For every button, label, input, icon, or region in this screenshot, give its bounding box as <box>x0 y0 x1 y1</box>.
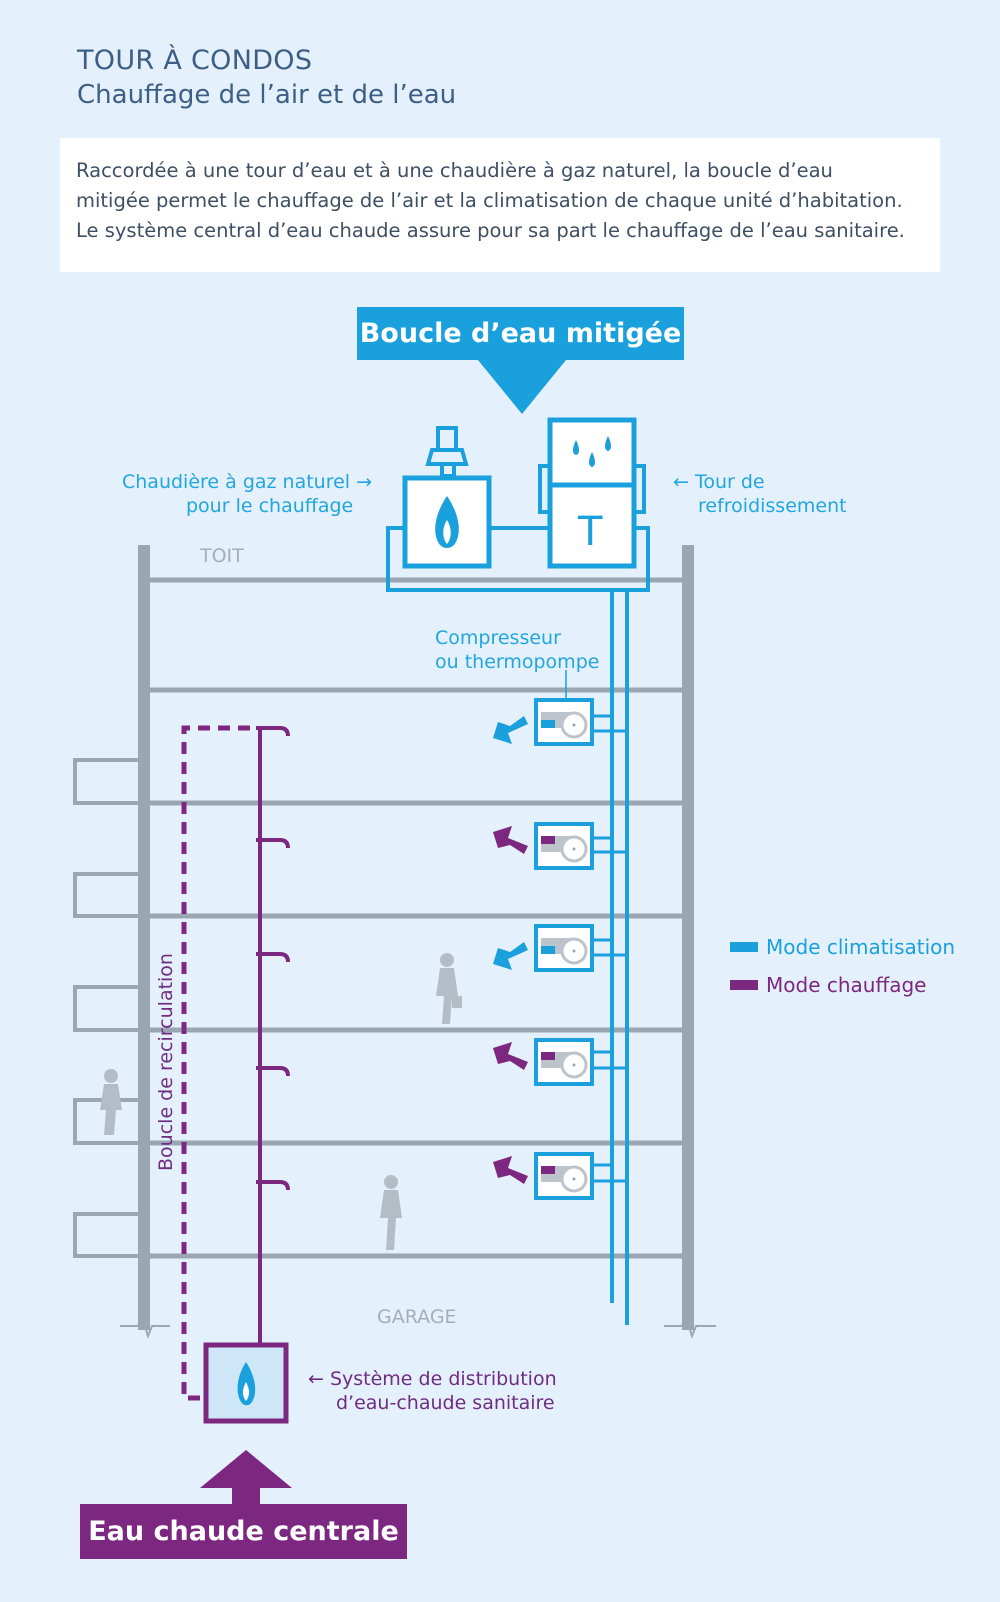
heat-pump-unit <box>534 822 627 870</box>
building-right-wall <box>682 545 694 1330</box>
mixed-water-loop-pipes <box>386 526 650 1325</box>
intro-box: Raccordée à une tour d’eau et à une chau… <box>60 138 940 272</box>
balconies <box>73 758 138 1258</box>
legend-item-heating: Mode chauffage <box>730 973 927 997</box>
heat-pump-unit <box>534 1038 627 1086</box>
floor-branch <box>256 1180 290 1191</box>
cooling-arrow-icon <box>493 942 528 970</box>
recirculation-loop <box>181 725 250 1401</box>
person-icon <box>380 1175 402 1250</box>
balcony <box>73 1212 138 1258</box>
tower-letter: T <box>578 509 603 555</box>
legend-label: Mode climatisation <box>766 935 956 959</box>
legend-swatch <box>730 942 758 952</box>
legend-swatch <box>730 980 758 990</box>
compressor-label-line1: Compresseur <box>435 627 561 649</box>
building-left-wall <box>138 545 150 1330</box>
legend-label: Mode chauffage <box>766 973 927 997</box>
cooling-arrow-icon <box>493 716 528 744</box>
hot-water-heater <box>203 1342 289 1424</box>
compressor-label-line2: ou thermopompe <box>435 651 600 673</box>
water-drop-icon <box>605 436 611 451</box>
heating-arrow-icon <box>493 826 528 854</box>
heat-pump-unit <box>534 698 627 746</box>
page-title: TOUR À CONDOS <box>77 45 313 76</box>
hot-water-system-label-line2: d’eau-chaude sanitaire <box>336 1392 555 1414</box>
floor-branch <box>256 952 290 963</box>
floor-slabs <box>150 577 682 1259</box>
balcony <box>73 985 138 1032</box>
intro-line: mitigée permet le chauffage de l’air et … <box>76 189 903 212</box>
intro-line: Le système central d’eau chaude assure p… <box>76 219 905 242</box>
ground-mark-left <box>120 1312 170 1340</box>
boiler-label-line1: Chaudière à gaz naturel → <box>122 471 373 493</box>
person-icon <box>100 1069 122 1135</box>
floor-branch <box>256 838 290 849</box>
heat-pump-unit <box>534 1152 627 1200</box>
airflow-arrows <box>493 716 528 1184</box>
balcony <box>73 758 138 805</box>
page-subtitle: Chauffage de l’air et de l’eau <box>77 80 457 110</box>
top-banner-arrow <box>478 360 566 414</box>
bottom-banner-arrow <box>200 1450 292 1488</box>
cooling-tower <box>538 417 646 569</box>
heating-arrow-icon <box>493 1042 528 1070</box>
central-hot-water-banner: Eau chaude centrale <box>80 1504 407 1559</box>
hot-water-system-label-line1: ← Système de distribution <box>308 1368 557 1390</box>
legend-item-cooling: Mode climatisation <box>730 935 955 959</box>
ground-mark-right <box>664 1312 716 1340</box>
floor-branch <box>256 726 290 737</box>
hot-water-pipes <box>181 725 290 1401</box>
person-icon <box>436 953 462 1024</box>
water-drop-icon <box>589 452 595 467</box>
roof-label: TOIT <box>200 545 244 567</box>
intro-line: Raccordée à une tour d’eau et à une chau… <box>76 159 833 182</box>
heating-arrow-icon <box>493 1156 528 1184</box>
heat-pump-unit <box>534 924 627 972</box>
tower-label-line2: refroidissement <box>698 495 847 517</box>
loop-pipe <box>386 526 650 592</box>
gas-boiler <box>402 426 492 569</box>
recirculation-loop-label: Boucle de recirculation <box>155 953 177 1171</box>
garage-label: GARAGE <box>377 1306 457 1328</box>
floor-branch <box>256 1066 290 1077</box>
balcony <box>73 872 138 918</box>
mixed-water-loop-banner: Boucle d’eau mitigée <box>357 307 684 360</box>
tower-label-line1: ← Tour de <box>673 471 765 493</box>
water-drop-icon <box>573 440 579 455</box>
boiler-label-line2: pour le chauffage <box>186 495 354 517</box>
